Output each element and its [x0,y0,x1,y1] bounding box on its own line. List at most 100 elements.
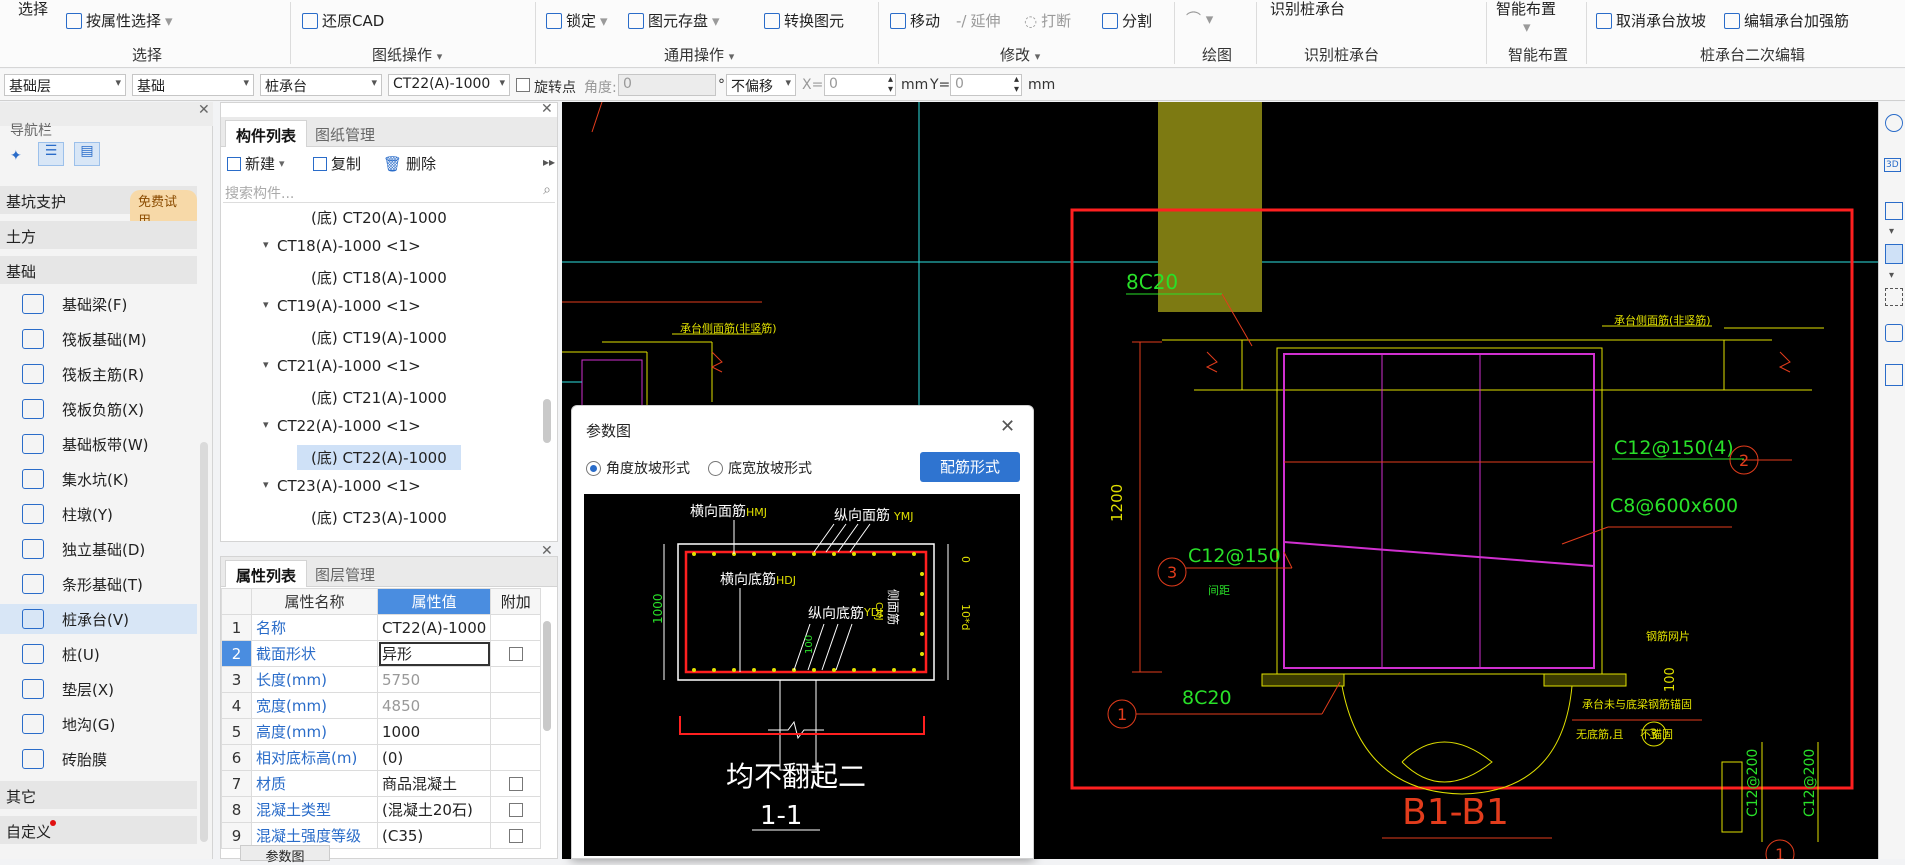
close-icon[interactable]: ✕ [198,102,210,118]
nav-item-sump-pit[interactable]: 集水坑(K) [0,464,197,494]
nav-category-custom[interactable]: 自定义 [0,816,197,844]
nav-category-other[interactable]: 其它 [0,781,197,809]
copy-button[interactable]: 复制 [313,153,361,174]
new-button[interactable]: 新建▾ [227,153,285,174]
smart-layout-button[interactable]: 智能布置 [1496,0,1556,19]
cube-icon[interactable] [1885,324,1903,342]
select-box-icon[interactable] [1885,288,1903,306]
detail-view-icon[interactable]: ▤ [74,142,100,166]
nav-item-trench[interactable]: 地沟(G) [0,709,197,739]
break-button[interactable]: ◌打断 [1024,10,1071,31]
radio-angle-slope[interactable]: 角度放坡形式 [586,458,690,478]
move-button[interactable]: 移动 [890,10,940,31]
tree-item[interactable]: (底) CT18(A)-1000 [221,265,541,291]
component-select[interactable]: CT22(A)-1000 [388,74,510,96]
property-value[interactable]: 1000 [376,718,492,745]
close-icon[interactable]: ✕ [541,101,553,117]
radio-width-slope[interactable]: 底宽放坡形式 [708,458,812,478]
convert-element-button[interactable]: 转换图元 [764,10,844,31]
split-button[interactable]: 分割 [1102,10,1152,31]
x-stepper[interactable]: ▴▾ [888,74,894,95]
nav-item-raft-negative-rebar[interactable]: 筏板负筋(X) [0,394,197,424]
expand-toggle-icon[interactable]: ▾ [263,238,269,251]
nav-scrollbar[interactable] [200,442,208,842]
search-box[interactable]: 搜索构件... ⌕ [223,181,555,203]
x-input[interactable]: 0 [824,74,896,96]
expand-toggle-icon[interactable]: ▾ [263,478,269,491]
nav-category-earthwork[interactable]: 土方 [0,221,197,249]
tab-component-list[interactable]: 构件列表 [225,120,308,147]
tree-item[interactable]: (底) CT19(A)-1000 [221,325,541,351]
rotate-point-checkbox[interactable] [516,78,530,92]
tab-layer-management[interactable]: 图层管理 [315,566,376,584]
extra-checkbox[interactable] [508,803,523,817]
nav-item-pile[interactable]: 桩(U) [0,639,197,669]
extend-button[interactable]: -/延伸 [956,10,1000,31]
property-value[interactable]: 4850 [376,692,492,719]
nav-item-raft-foundation[interactable]: 筏板基础(M) [0,324,197,354]
tree-scrollbar[interactable] [543,399,551,443]
select-by-attribute-button[interactable]: 按属性选择▾ [66,10,173,31]
tree-item[interactable]: ▾CT18(A)-1000 <1> [221,235,541,261]
properties-icon[interactable] [1885,364,1903,386]
search-input[interactable]: 搜索构件... [225,186,295,202]
delete-button[interactable]: 🗑删除 [383,153,436,174]
property-scrollbar[interactable] [543,621,551,731]
property-value[interactable]: 异形 [376,640,492,667]
box-view-icon[interactable] [1885,202,1903,220]
nav-item-brick-mold[interactable]: 砖胎膜 [0,744,197,774]
nav-category-foundation[interactable]: 基础 [0,256,197,284]
group-drawing-ops[interactable]: 图纸操作 ▾ [372,44,442,65]
group-general-ops[interactable]: 通用操作 ▾ [664,44,734,65]
tree-item[interactable]: (底) CT23(A)-1000 [221,505,541,531]
nav-item-foundation-beam[interactable]: 基础梁(F) [0,289,197,319]
more-icon[interactable]: ▸▸ [543,155,556,169]
restore-cad-button[interactable]: 还原CAD [302,10,384,31]
tree-item[interactable]: ▾CT21(A)-1000 <1> [221,355,541,381]
edit-cap-rebar-button[interactable]: 编辑承台加强筋 [1724,10,1849,31]
orbit-icon[interactable] [1885,114,1903,132]
nav-item-isolated-footing[interactable]: 独立基础(D) [0,534,197,564]
chevron-down-icon[interactable]: ▾ [1889,226,1895,237]
sparkle-icon[interactable]: ✦ [10,148,22,164]
list-view-icon[interactable]: ☰ [38,142,64,166]
tree-item[interactable]: ▾CT19(A)-1000 <1> [221,295,541,321]
floor-select[interactable]: 基础层 [4,74,126,96]
expand-toggle-icon[interactable]: ▾ [263,298,269,311]
property-value[interactable]: 商品混凝土 [376,770,492,797]
select-button[interactable]: 选择 [18,0,48,19]
cancel-cap-slope-button[interactable]: 取消承台放坡 [1596,10,1706,31]
type-select[interactable]: 桩承台 [260,74,382,96]
tree-item[interactable]: (底) CT22(A)-1000 [221,445,541,471]
rebar-form-button[interactable]: 配筋形式 [920,452,1020,482]
y-input[interactable]: 0 [950,74,1022,96]
expand-toggle-icon[interactable]: ▾ [263,358,269,371]
tree-item[interactable]: ▾CT22(A)-1000 <1> [221,415,541,441]
property-value[interactable]: 5750 [376,666,492,693]
property-value[interactable]: (混凝土20石) [376,796,492,823]
chevron-down-icon[interactable]: ▾ [1889,270,1895,281]
y-stepper[interactable]: ▴▾ [1014,74,1020,95]
property-value[interactable]: CT22(A)-1000 [376,614,492,641]
group-modify[interactable]: 修改 ▾ [1000,44,1040,65]
nav-category-pit-support[interactable]: 基坑支护 免费试用 [0,186,197,230]
extra-checkbox[interactable] [508,829,523,843]
tree-item[interactable]: (底) CT21(A)-1000 [221,385,541,411]
nav-item-column-pier[interactable]: 柱墩(Y) [0,499,197,529]
lock-button[interactable]: 锁定▾ [546,10,608,31]
tab-property-list[interactable]: 属性列表 [225,560,308,587]
nav-item-pile-cap[interactable]: 桩承台(V) [0,604,197,634]
nav-item-raft-main-rebar[interactable]: 筏板主筋(R) [0,359,197,389]
3d-view-icon[interactable]: 3D [1884,158,1901,172]
identify-pile-cap-button[interactable]: 识别桩承台 [1270,0,1345,19]
property-value[interactable]: (C35) [376,822,492,849]
extra-checkbox[interactable] [508,647,523,661]
